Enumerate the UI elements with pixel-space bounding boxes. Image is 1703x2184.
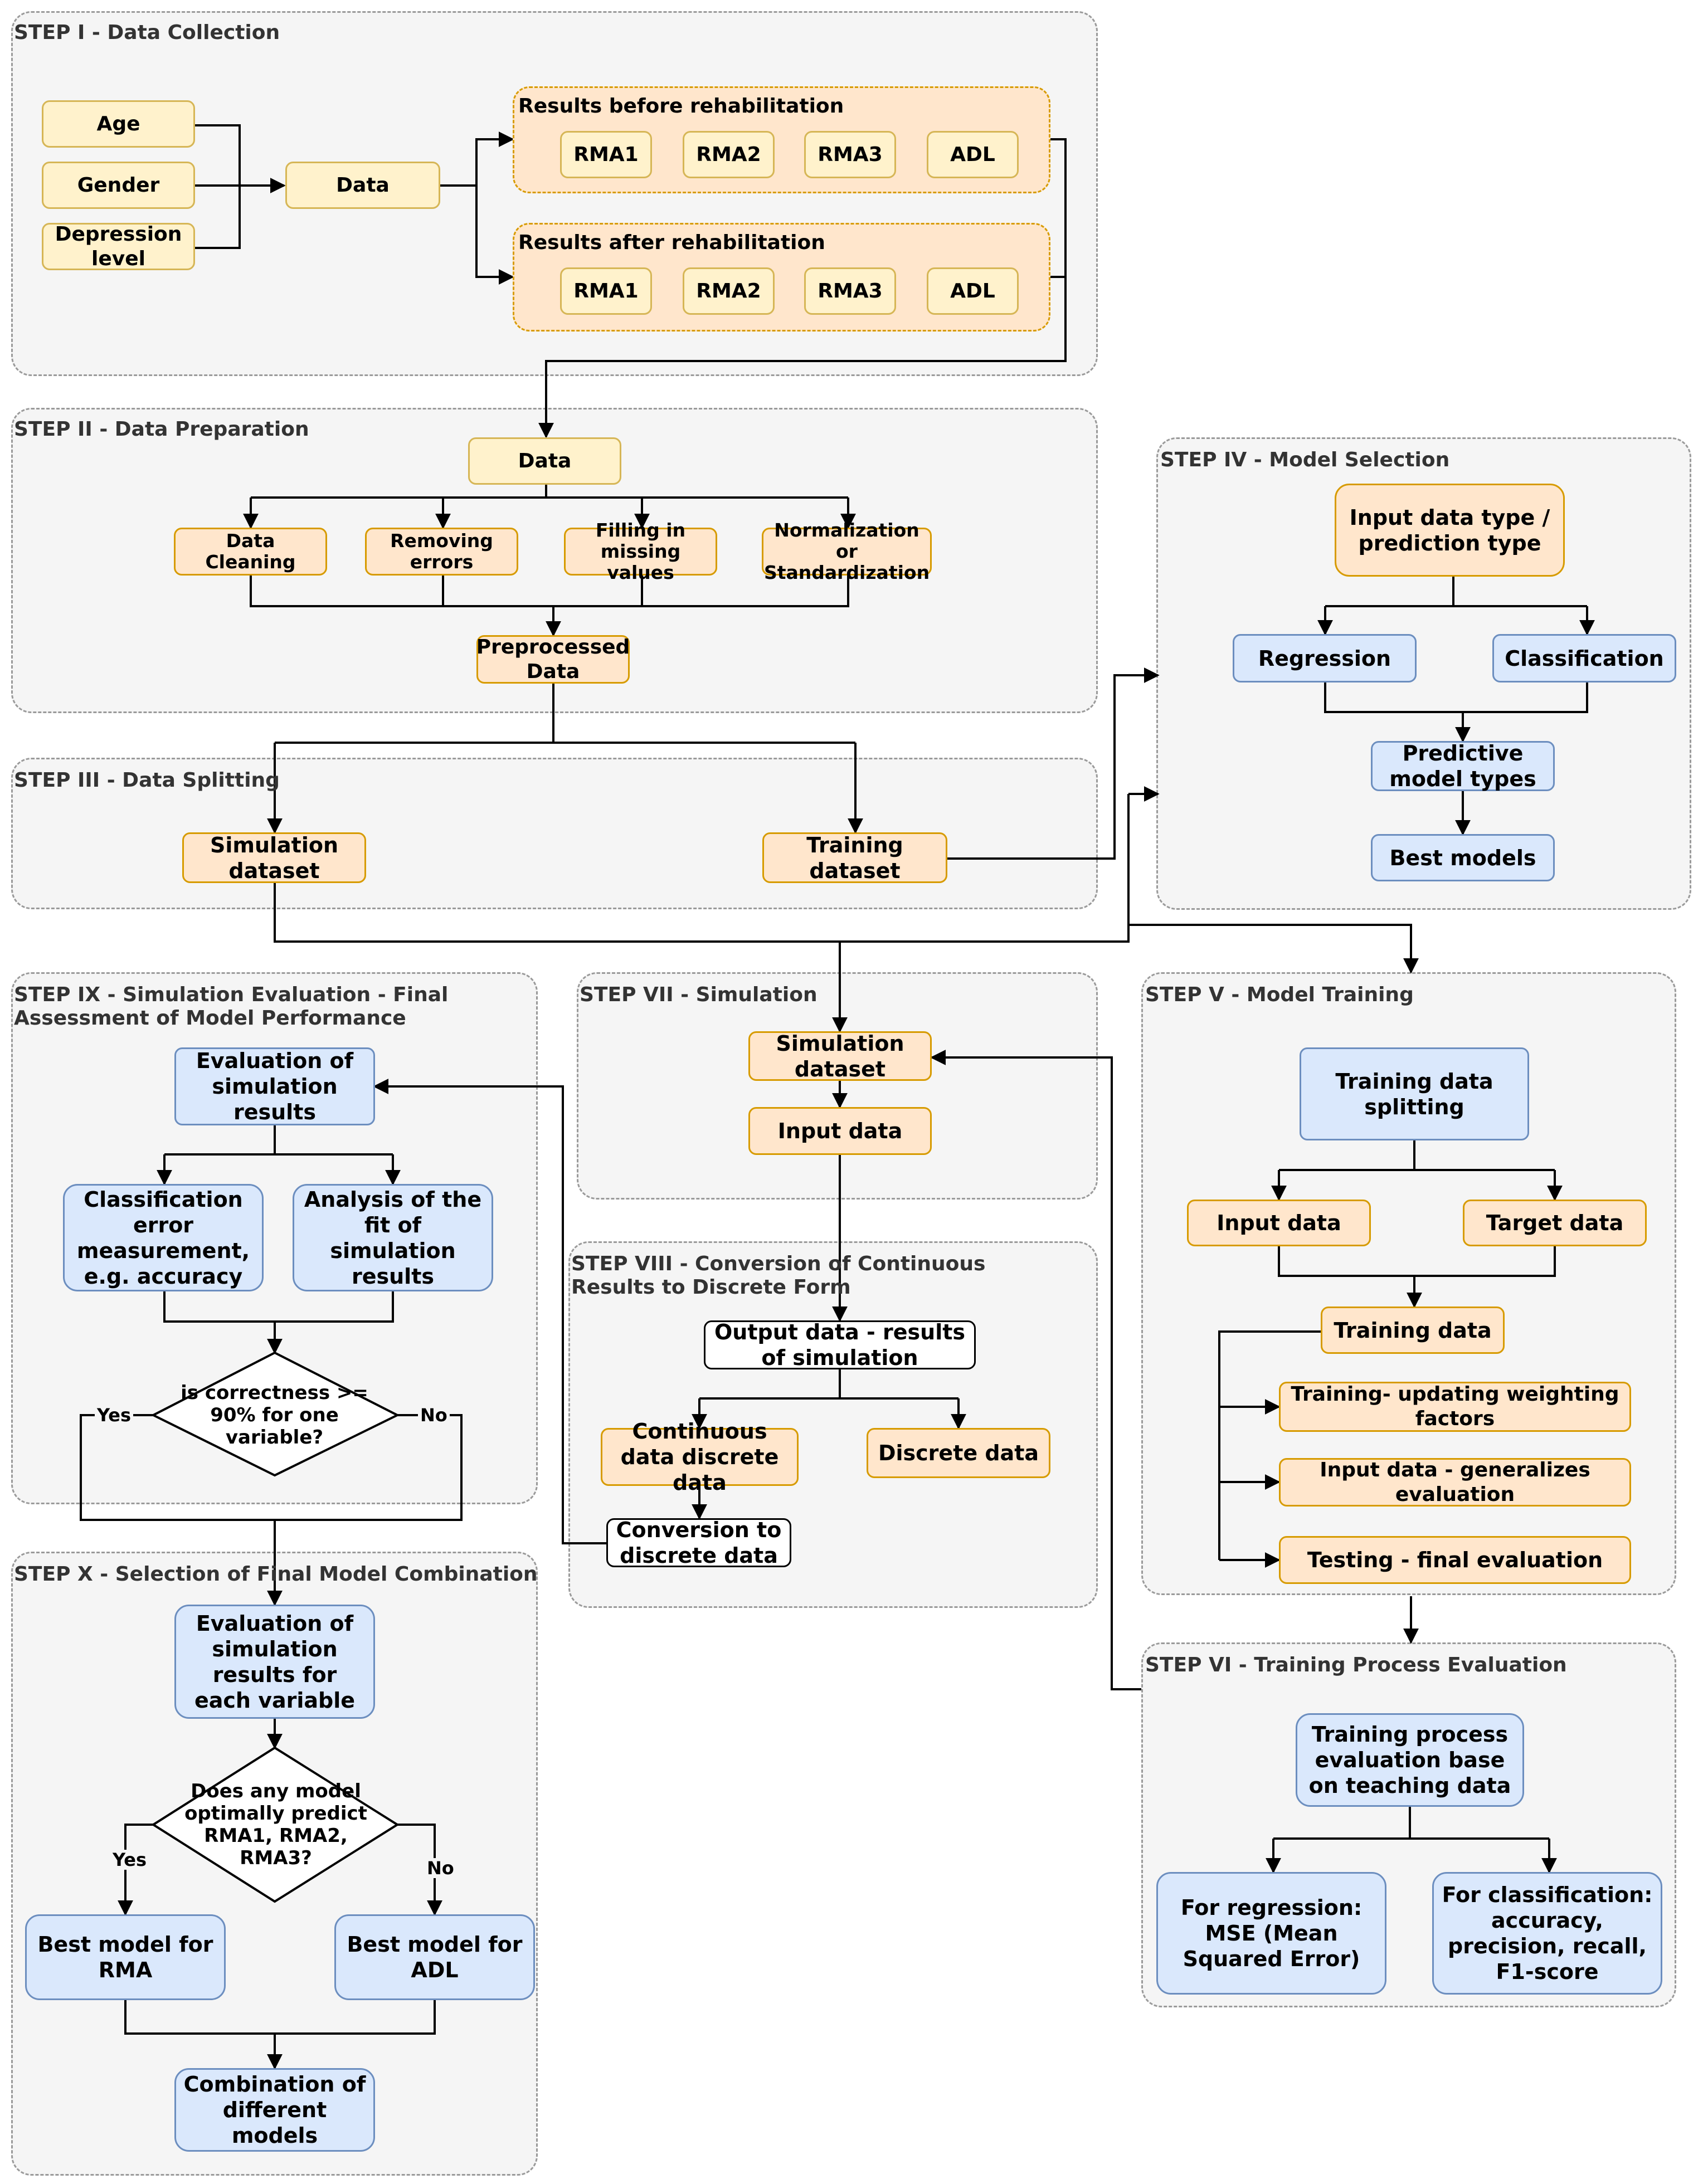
combination-models-node: Combination of different models [174, 2068, 375, 2152]
input-data-generalizes-node: Input data - generalizes evaluation [1279, 1458, 1631, 1507]
for-classification-node: For classification: accuracy, precision,… [1432, 1872, 1662, 1995]
normalization-node: Normalization or Standardization [762, 520, 932, 583]
no-label-step9: No [418, 1405, 450, 1425]
gender-node: Gender [42, 162, 195, 209]
best-model-adl-node: Best model for ADL [334, 1914, 535, 2000]
results-before-title: Results before rehabilitation [518, 95, 844, 118]
step10-label: STEP X - Selection of Final Model Combin… [14, 1563, 538, 1586]
after-rma3-node: RMA3 [804, 267, 896, 315]
training-dataset-node: Training dataset [762, 832, 947, 883]
input-data-type-node: Input data type / prediction type [1335, 484, 1565, 577]
step7-label: STEP VII - Simulation [580, 983, 818, 1006]
decision-optimal-text: Does any model optimally predict RMA1, R… [184, 1780, 367, 1869]
classification-node: Classification [1492, 634, 1676, 682]
before-rma3-node: RMA3 [804, 131, 896, 178]
input-data-node-step5: Input data [1187, 1200, 1371, 1246]
output-data-node: Output data - results of simulation [704, 1320, 976, 1370]
filling-missing-values-node: Filling in missing values [564, 520, 717, 583]
training-data-splitting-node: Training data splitting [1300, 1047, 1529, 1140]
age-node: Age [42, 100, 195, 148]
removing-errors-node: Removing errors [365, 528, 518, 576]
data-node-step2: Data [468, 437, 621, 485]
conversion-to-discrete-node: Conversion to discrete data [606, 1518, 791, 1568]
yes-label-step9: Yes [95, 1405, 133, 1425]
after-rma1-node: RMA1 [560, 267, 652, 315]
classification-error-node: Classification error measurement, e.g. a… [63, 1184, 264, 1291]
preprocessed-data-node: Preprocessed Data [476, 635, 630, 684]
best-models-node: Best models [1371, 834, 1555, 881]
input-data-node-step7: Input data [748, 1107, 932, 1155]
step6-label: STEP VI - Training Process Evaluation [1145, 1654, 1567, 1676]
simulation-dataset-node-step7: Simulation dataset [748, 1031, 932, 1081]
training-updating-weights-node: Training- updating weighting factors [1279, 1382, 1631, 1432]
data-node-step1: Data [285, 162, 440, 209]
continuous-data-node: Continuous data discrete data [601, 1419, 799, 1495]
no-label-step10: No [425, 1858, 456, 1878]
results-after-title: Results after rehabilitation [518, 231, 825, 254]
target-data-node: Target data [1463, 1200, 1647, 1246]
predictive-model-types-node: Predictive model types [1371, 741, 1555, 791]
yes-label-step10: Yes [110, 1850, 149, 1870]
step8-label: STEP VIII - Conversion of Continuous Res… [571, 1252, 986, 1299]
discrete-data-node: Discrete data [867, 1428, 1050, 1478]
for-regression-node: For regression: MSE (Mean Squared Error) [1156, 1872, 1386, 1995]
data-cleaning-node: Data Cleaning [174, 528, 327, 576]
before-adl-node: ADL [927, 131, 1019, 178]
before-rma2-node: RMA2 [683, 131, 775, 178]
decision-correctness-text: is correctness >= 90% for one variable? [181, 1382, 368, 1449]
after-adl-node: ADL [927, 267, 1019, 315]
step2-label: STEP II - Data Preparation [14, 418, 309, 441]
training-process-evaluation-node: Training process evaluation base on teac… [1296, 1713, 1524, 1807]
step3-label: STEP III - Data Splitting [14, 769, 280, 792]
after-rma2-node: RMA2 [683, 267, 775, 315]
analysis-fit-node: Analysis of the fit of simulation result… [293, 1184, 493, 1291]
before-rma1-node: RMA1 [560, 131, 652, 178]
evaluation-simulation-results-node: Evaluation of simulation results [174, 1047, 375, 1125]
step5-label: STEP V - Model Training [1145, 983, 1414, 1006]
simulation-dataset-node: Simulation dataset [182, 832, 366, 883]
step4-label: STEP IV - Model Selection [1160, 448, 1450, 471]
evaluation-each-variable-node: Evaluation of simulation results for eac… [174, 1605, 375, 1719]
depression-level-node: Depression level [42, 223, 195, 270]
testing-final-evaluation-node: Testing - final evaluation [1279, 1536, 1631, 1584]
step9-label: STEP IX - Simulation Evaluation - Final … [14, 983, 449, 1030]
regression-node: Regression [1233, 634, 1417, 682]
best-model-rma-node: Best model for RMA [25, 1914, 226, 2000]
training-data-node: Training data [1321, 1306, 1505, 1354]
step1-label: STEP I - Data Collection [14, 21, 280, 44]
